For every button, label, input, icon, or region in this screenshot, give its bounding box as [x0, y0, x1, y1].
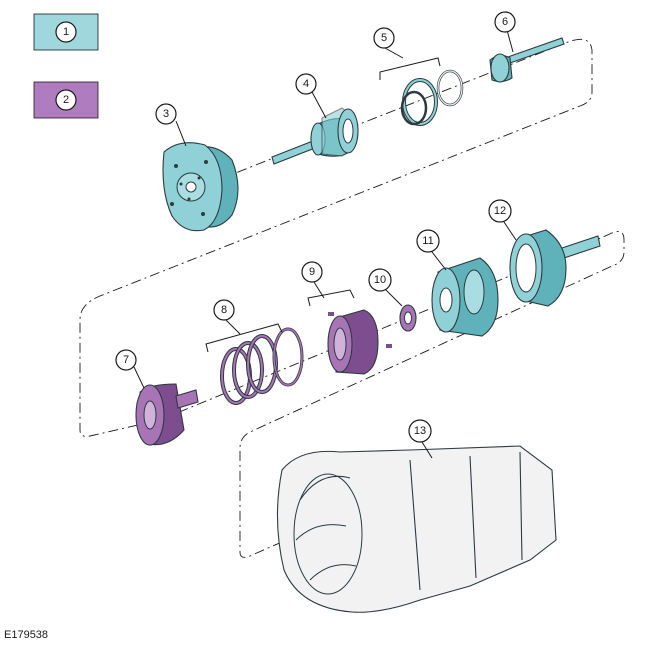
callout-5: 5	[373, 27, 441, 80]
part-5-rings	[400, 69, 464, 126]
callout-4-number: 4	[303, 78, 309, 90]
callout-12: 12	[488, 199, 517, 241]
legend-number-1: 1	[63, 26, 69, 38]
callout-11: 11	[416, 229, 447, 271]
callout-13-number: 13	[414, 425, 426, 437]
part-7-gear	[135, 383, 199, 446]
part-8-clutch-plates	[220, 327, 304, 405]
callout-3-number: 3	[163, 108, 169, 120]
part-11-planetary-carrier	[431, 257, 499, 337]
callout-9: 9	[301, 261, 355, 307]
legend-item-1: 1	[33, 13, 99, 51]
legend-circle-1	[55, 21, 77, 43]
callout-7: 7	[115, 349, 145, 389]
callout-13: 13	[408, 419, 433, 459]
callout-7-number: 7	[123, 354, 129, 366]
part-4-input-shaft-drum	[271, 107, 359, 165]
callout-4: 4	[295, 73, 327, 119]
part-6-sun-gear-shaft	[489, 37, 565, 83]
callout-12-number: 12	[494, 205, 506, 217]
callout-8: 8	[205, 299, 283, 353]
callout-9-number: 9	[309, 266, 315, 278]
flow-line-top	[79, 38, 593, 437]
part-12-ring-gear-output	[509, 229, 601, 307]
callout-11-number: 11	[422, 235, 433, 247]
legend-circle-2	[55, 89, 77, 111]
part-10-small-gear	[399, 304, 417, 332]
callout-10-number: 10	[374, 274, 386, 286]
legend-item-2: 2	[33, 81, 99, 119]
flow-line-middle	[159, 231, 625, 558]
part-13-transmission-case	[276, 445, 557, 613]
legend-number-2: 2	[63, 94, 69, 106]
callout-6: 6	[494, 11, 516, 53]
figure-reference-code: E179538	[4, 629, 49, 641]
part-3-torque-converter	[162, 142, 239, 232]
callout-8-number: 8	[221, 304, 227, 316]
part-9-clutch-drum	[327, 309, 392, 375]
callout-10: 10	[368, 268, 403, 307]
callout-5-number: 5	[381, 32, 387, 44]
callout-3: 3	[155, 103, 187, 147]
callout-6-number: 6	[502, 16, 508, 28]
